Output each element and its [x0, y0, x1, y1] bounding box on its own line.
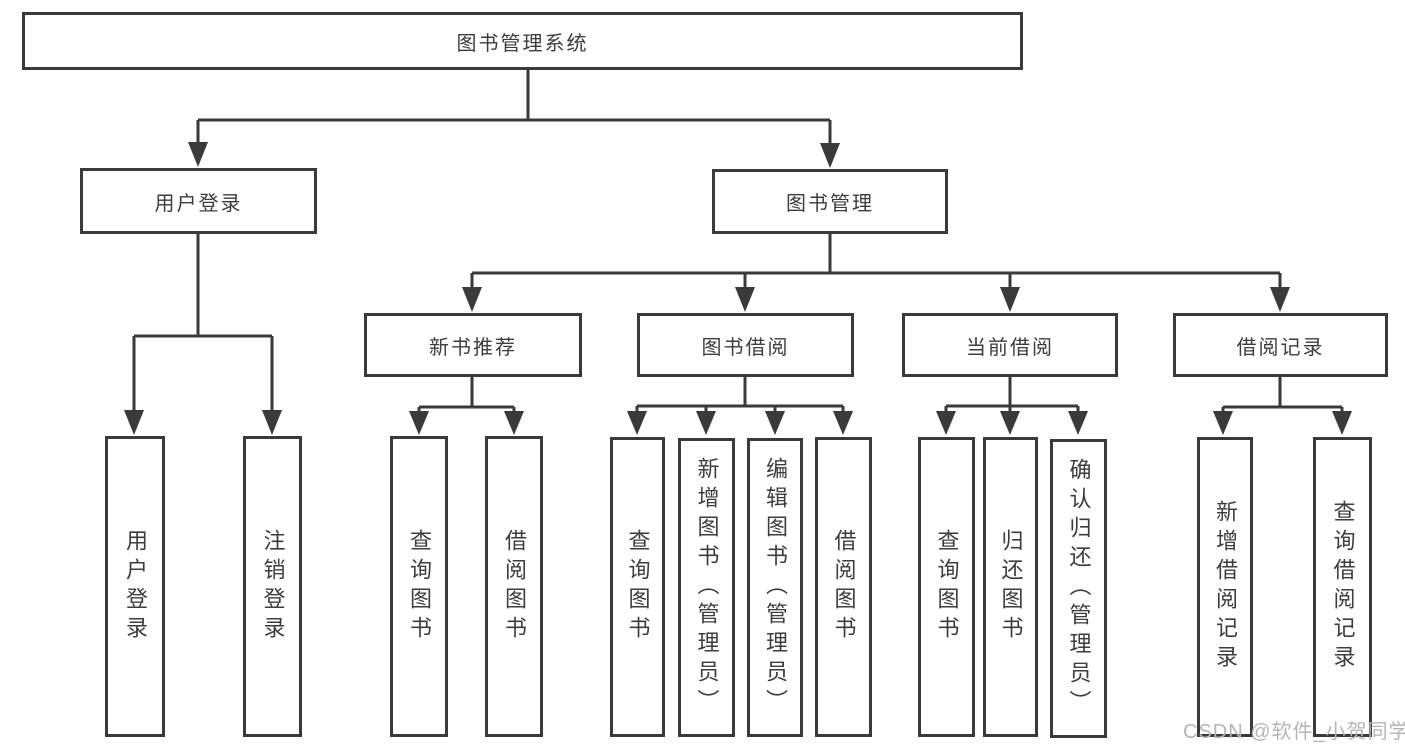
- leaf-query-books-recommend: 查询图书: [390, 436, 448, 737]
- leaf-logout: 注销登录: [243, 436, 302, 737]
- leaf-query-borrow-record: 查询借阅记录: [1313, 437, 1372, 737]
- arrowheads: [124, 142, 1352, 435]
- node-book-management: 图书管理: [712, 169, 948, 234]
- leaf-query-books-current-label: 查询图书: [934, 529, 960, 645]
- leaf-logout-label: 注销登录: [260, 528, 286, 645]
- leaf-query-books-borrow-label: 查询图书: [625, 529, 651, 645]
- leaf-edit-book-admin-label: 编辑图书（管理员）: [763, 457, 788, 718]
- leaf-add-borrow-record-label: 新增借阅记录: [1213, 500, 1238, 674]
- node-borrow-records: 借阅记录: [1173, 313, 1388, 377]
- node-book-borrow: 图书借阅: [637, 313, 854, 377]
- leaf-edit-book-admin: 编辑图书（管理员）: [747, 438, 803, 737]
- leaf-add-book-admin: 新增图书（管理员）: [678, 438, 735, 737]
- leaf-confirm-return-admin: 确认归还（管理员）: [1050, 439, 1107, 738]
- csdn-watermark: CSDN @软件_小贺同学: [1183, 721, 1405, 743]
- leaf-borrow-books-recommend: 借阅图书: [485, 436, 543, 737]
- node-user-login: 用户登录: [80, 168, 317, 234]
- node-new-book-recommend: 新书推荐: [364, 313, 582, 377]
- leaf-return-book-label: 归还图书: [998, 529, 1024, 645]
- leaf-query-books-borrow: 查询图书: [610, 437, 665, 737]
- leaf-user-login-label: 用户登录: [123, 528, 148, 645]
- leaf-query-books-current: 查询图书: [918, 437, 975, 737]
- leaf-query-books-recommend-label: 查询图书: [407, 528, 432, 645]
- node-current-borrow: 当前借阅: [902, 313, 1118, 377]
- leaf-query-borrow-record-label: 查询借阅记录: [1330, 500, 1356, 674]
- leaf-return-book: 归还图书: [983, 437, 1038, 737]
- leaf-add-borrow-record: 新增借阅记录: [1197, 437, 1253, 737]
- leaf-borrow-books-2: 借阅图书: [815, 437, 872, 737]
- leaf-borrow-books-recommend-label: 借阅图书: [502, 528, 527, 645]
- leaf-borrow-books-2-label: 借阅图书: [831, 529, 857, 645]
- leaf-user-login: 用户登录: [105, 436, 165, 737]
- node-library-system: 图书管理系统: [22, 12, 1023, 70]
- leaf-add-book-admin-label: 新增图书（管理员）: [694, 457, 720, 718]
- leaf-confirm-return-admin-label: 确认归还（管理员）: [1066, 458, 1092, 719]
